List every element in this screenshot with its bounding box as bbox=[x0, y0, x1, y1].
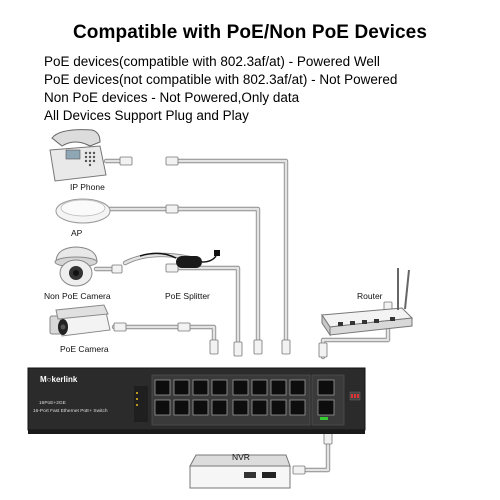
poe-port-10 bbox=[173, 399, 190, 416]
poe-port-9 bbox=[154, 399, 171, 416]
uplink-port-2 bbox=[317, 399, 335, 416]
note-non-poe: Non PoE devices - Not Powered,Only data bbox=[44, 90, 300, 105]
access-point-icon bbox=[55, 198, 111, 224]
poe-port-15 bbox=[270, 399, 287, 416]
page-title: Compatible with PoE/Non PoE Devices bbox=[72, 22, 427, 43]
nvr-icon bbox=[189, 454, 291, 489]
rj45-plugs bbox=[111, 156, 393, 475]
poe-port-12 bbox=[211, 399, 228, 416]
ip-phone-icon bbox=[49, 129, 107, 182]
ip-phone-label: IP Phone bbox=[70, 182, 105, 192]
poe-port-11 bbox=[192, 399, 209, 416]
switch-model: 16PoE+2GE bbox=[39, 401, 66, 406]
ap-label: AP bbox=[71, 228, 83, 238]
bullet-camera-icon bbox=[49, 304, 111, 337]
note-poe-not-compatible: PoE devices(not compatible with 802.3af/… bbox=[44, 72, 398, 87]
switch-ports bbox=[154, 379, 335, 420]
poe-port-14 bbox=[251, 399, 268, 416]
uplink-port-1 bbox=[317, 379, 335, 396]
poe-splitter-icon bbox=[139, 250, 220, 268]
switch-description: 16-Port Fast Ethernet PoE+ Switch bbox=[33, 409, 108, 414]
poe-port-8 bbox=[289, 379, 306, 396]
poe-port-7 bbox=[270, 379, 287, 396]
poe-port-13 bbox=[232, 399, 249, 416]
poe-port-5 bbox=[232, 379, 249, 396]
dome-camera-icon bbox=[54, 246, 98, 287]
non-poe-camera-label: Non PoE Camera bbox=[44, 291, 111, 301]
poe-port-4 bbox=[211, 379, 228, 396]
poe-port-6 bbox=[251, 379, 268, 396]
note-plug-and-play: All Devices Support Plug and Play bbox=[44, 108, 249, 123]
poe-port-1 bbox=[154, 379, 171, 396]
poe-port-2 bbox=[173, 379, 190, 396]
poe-splitter-label: PoE Splitter bbox=[165, 291, 210, 301]
poe-port-3 bbox=[192, 379, 209, 396]
router-icon bbox=[321, 268, 414, 337]
nvr-label: NVR bbox=[232, 452, 250, 462]
note-poe-compatible: PoE devices(compatible with 802.3af/at) … bbox=[44, 54, 380, 69]
uplink-led bbox=[320, 417, 328, 420]
router-label: Router bbox=[357, 291, 383, 301]
compatibility-notes: PoE devices(compatible with 802.3af/at) … bbox=[44, 53, 397, 125]
poe-camera-label: PoE Camera bbox=[60, 344, 109, 354]
poe-port-16 bbox=[289, 399, 306, 416]
switch-brand-logo: M○kerlink bbox=[40, 375, 78, 384]
